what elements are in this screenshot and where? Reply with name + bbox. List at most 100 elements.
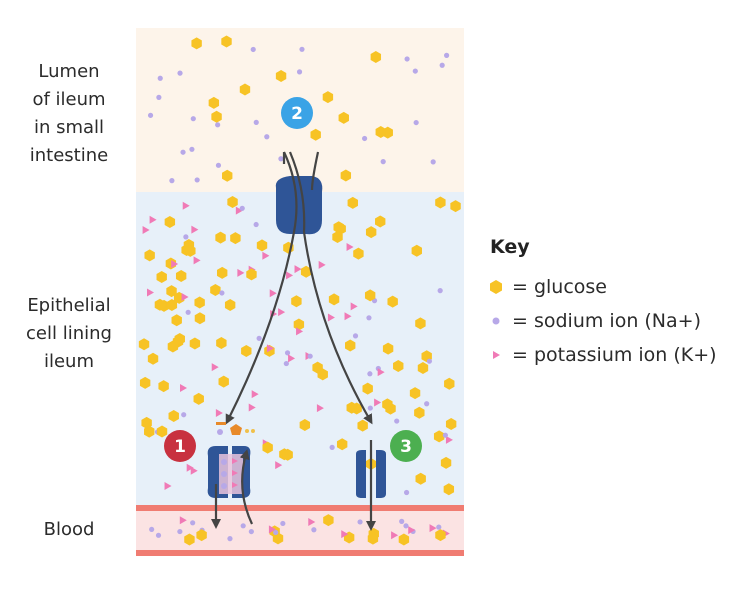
potassium-particle <box>266 344 274 353</box>
potassium-particle <box>190 466 198 475</box>
glucose-particle <box>346 401 357 414</box>
atp-icon <box>216 422 255 435</box>
sodium-particle <box>248 528 254 535</box>
sodium-particle <box>413 119 419 126</box>
glucose-particle <box>414 406 425 419</box>
glucose-particle <box>443 483 455 496</box>
sodium-particle <box>329 444 335 450</box>
glucose-particle <box>191 37 202 50</box>
sodium-particle <box>399 518 405 524</box>
potassium-particle <box>164 482 172 491</box>
potassium-particle <box>341 530 349 539</box>
glucose-particle <box>364 289 376 302</box>
glucose-particle <box>221 35 232 48</box>
glucose-particle <box>168 409 179 422</box>
potassium-particle <box>350 302 358 311</box>
glucose-particle <box>293 318 305 331</box>
potassium-particle <box>346 243 354 252</box>
badge-3: 3 <box>390 430 422 462</box>
glucose-particle <box>211 110 222 123</box>
glucose-particle <box>230 232 241 245</box>
glucose-particle <box>262 441 273 454</box>
potassium-particle <box>445 435 453 444</box>
glucose-particle <box>440 456 452 469</box>
sodium-particle <box>169 178 175 184</box>
sodium-particle <box>299 46 305 52</box>
potassium-particle <box>182 201 190 210</box>
epithelial-label: Epithelial cell lining ileum <box>26 295 112 372</box>
sodium-particle <box>278 156 284 162</box>
potassium-particle <box>294 265 302 274</box>
potassium-particle <box>268 525 276 534</box>
key-label-sodium: = sodium ion (Na+) <box>512 310 701 332</box>
glucose-particle <box>174 333 185 346</box>
sodium-particle <box>367 405 373 411</box>
glucose-particle <box>382 398 393 411</box>
glucose-particle <box>171 314 182 327</box>
sodium-particle <box>227 536 233 542</box>
glucose-particle <box>322 91 334 104</box>
sodium-particle <box>215 122 221 128</box>
pathway-left-arrow <box>225 151 298 425</box>
glucose-particle <box>367 532 379 545</box>
potassium-particle <box>181 293 189 302</box>
glucose-particle <box>340 169 352 182</box>
sodium-particle <box>219 290 225 296</box>
glucose-particle <box>216 266 228 279</box>
sodium-particle <box>181 412 187 418</box>
glucose-particle <box>365 226 377 239</box>
glucose-particle <box>185 244 196 257</box>
sodium-particle <box>362 135 368 142</box>
glucose-particle <box>210 284 221 297</box>
sodium-particle <box>352 333 359 339</box>
sodium-particle <box>280 520 286 527</box>
potassium-particle <box>318 260 326 269</box>
potassium-particle <box>269 289 277 298</box>
potassium-particle <box>286 271 294 280</box>
glucose-particle <box>241 345 252 358</box>
potassium-particle <box>275 461 283 470</box>
sodium-particle <box>442 432 448 438</box>
key-item-potassium: = potassium ion (K+) <box>488 344 717 366</box>
glucose-hexagon-icon <box>490 280 502 294</box>
glucose-particle <box>415 317 426 330</box>
glucose-particle <box>222 169 233 182</box>
potassium-particle <box>408 526 416 535</box>
sodium-particle <box>239 205 245 211</box>
potassium-particle <box>429 524 437 533</box>
sodium-particle <box>403 489 410 496</box>
glucose-particle <box>144 249 155 262</box>
sodium-particle <box>357 519 363 525</box>
glucose-particle <box>387 295 398 308</box>
sodium-particle <box>253 221 259 228</box>
sodium-particle <box>157 75 163 81</box>
glucose-particle <box>375 126 386 139</box>
glucose-particle <box>338 111 349 124</box>
glucose-particle <box>156 425 168 438</box>
sodium-particle <box>444 52 450 58</box>
sodium-particle <box>194 177 200 183</box>
glucose-particle <box>299 418 311 431</box>
glucose-particle <box>167 340 179 353</box>
glucose-particle <box>382 342 394 355</box>
potassium-particle <box>316 404 324 413</box>
sodium-particle <box>412 68 418 74</box>
potassium-particle <box>391 531 399 540</box>
potassium-particle <box>308 517 316 526</box>
key-label-glucose: = glucose <box>512 276 607 298</box>
glucose-particle <box>246 268 257 281</box>
potassium-particle <box>278 308 286 317</box>
potassium-particle <box>262 251 270 260</box>
key-title: Key <box>490 236 530 258</box>
glucose-particle <box>189 337 201 350</box>
potassium-particle <box>237 268 245 277</box>
potassium-particle <box>147 288 155 297</box>
glucose-particle <box>227 196 238 209</box>
glucose-particle <box>415 472 426 485</box>
glucose-particle <box>450 200 461 213</box>
sodium-particle <box>424 401 430 407</box>
potassium-particle <box>374 398 382 407</box>
potassium-particle <box>211 363 219 372</box>
sodium-particle <box>190 520 196 526</box>
glucose-particle <box>417 361 429 374</box>
